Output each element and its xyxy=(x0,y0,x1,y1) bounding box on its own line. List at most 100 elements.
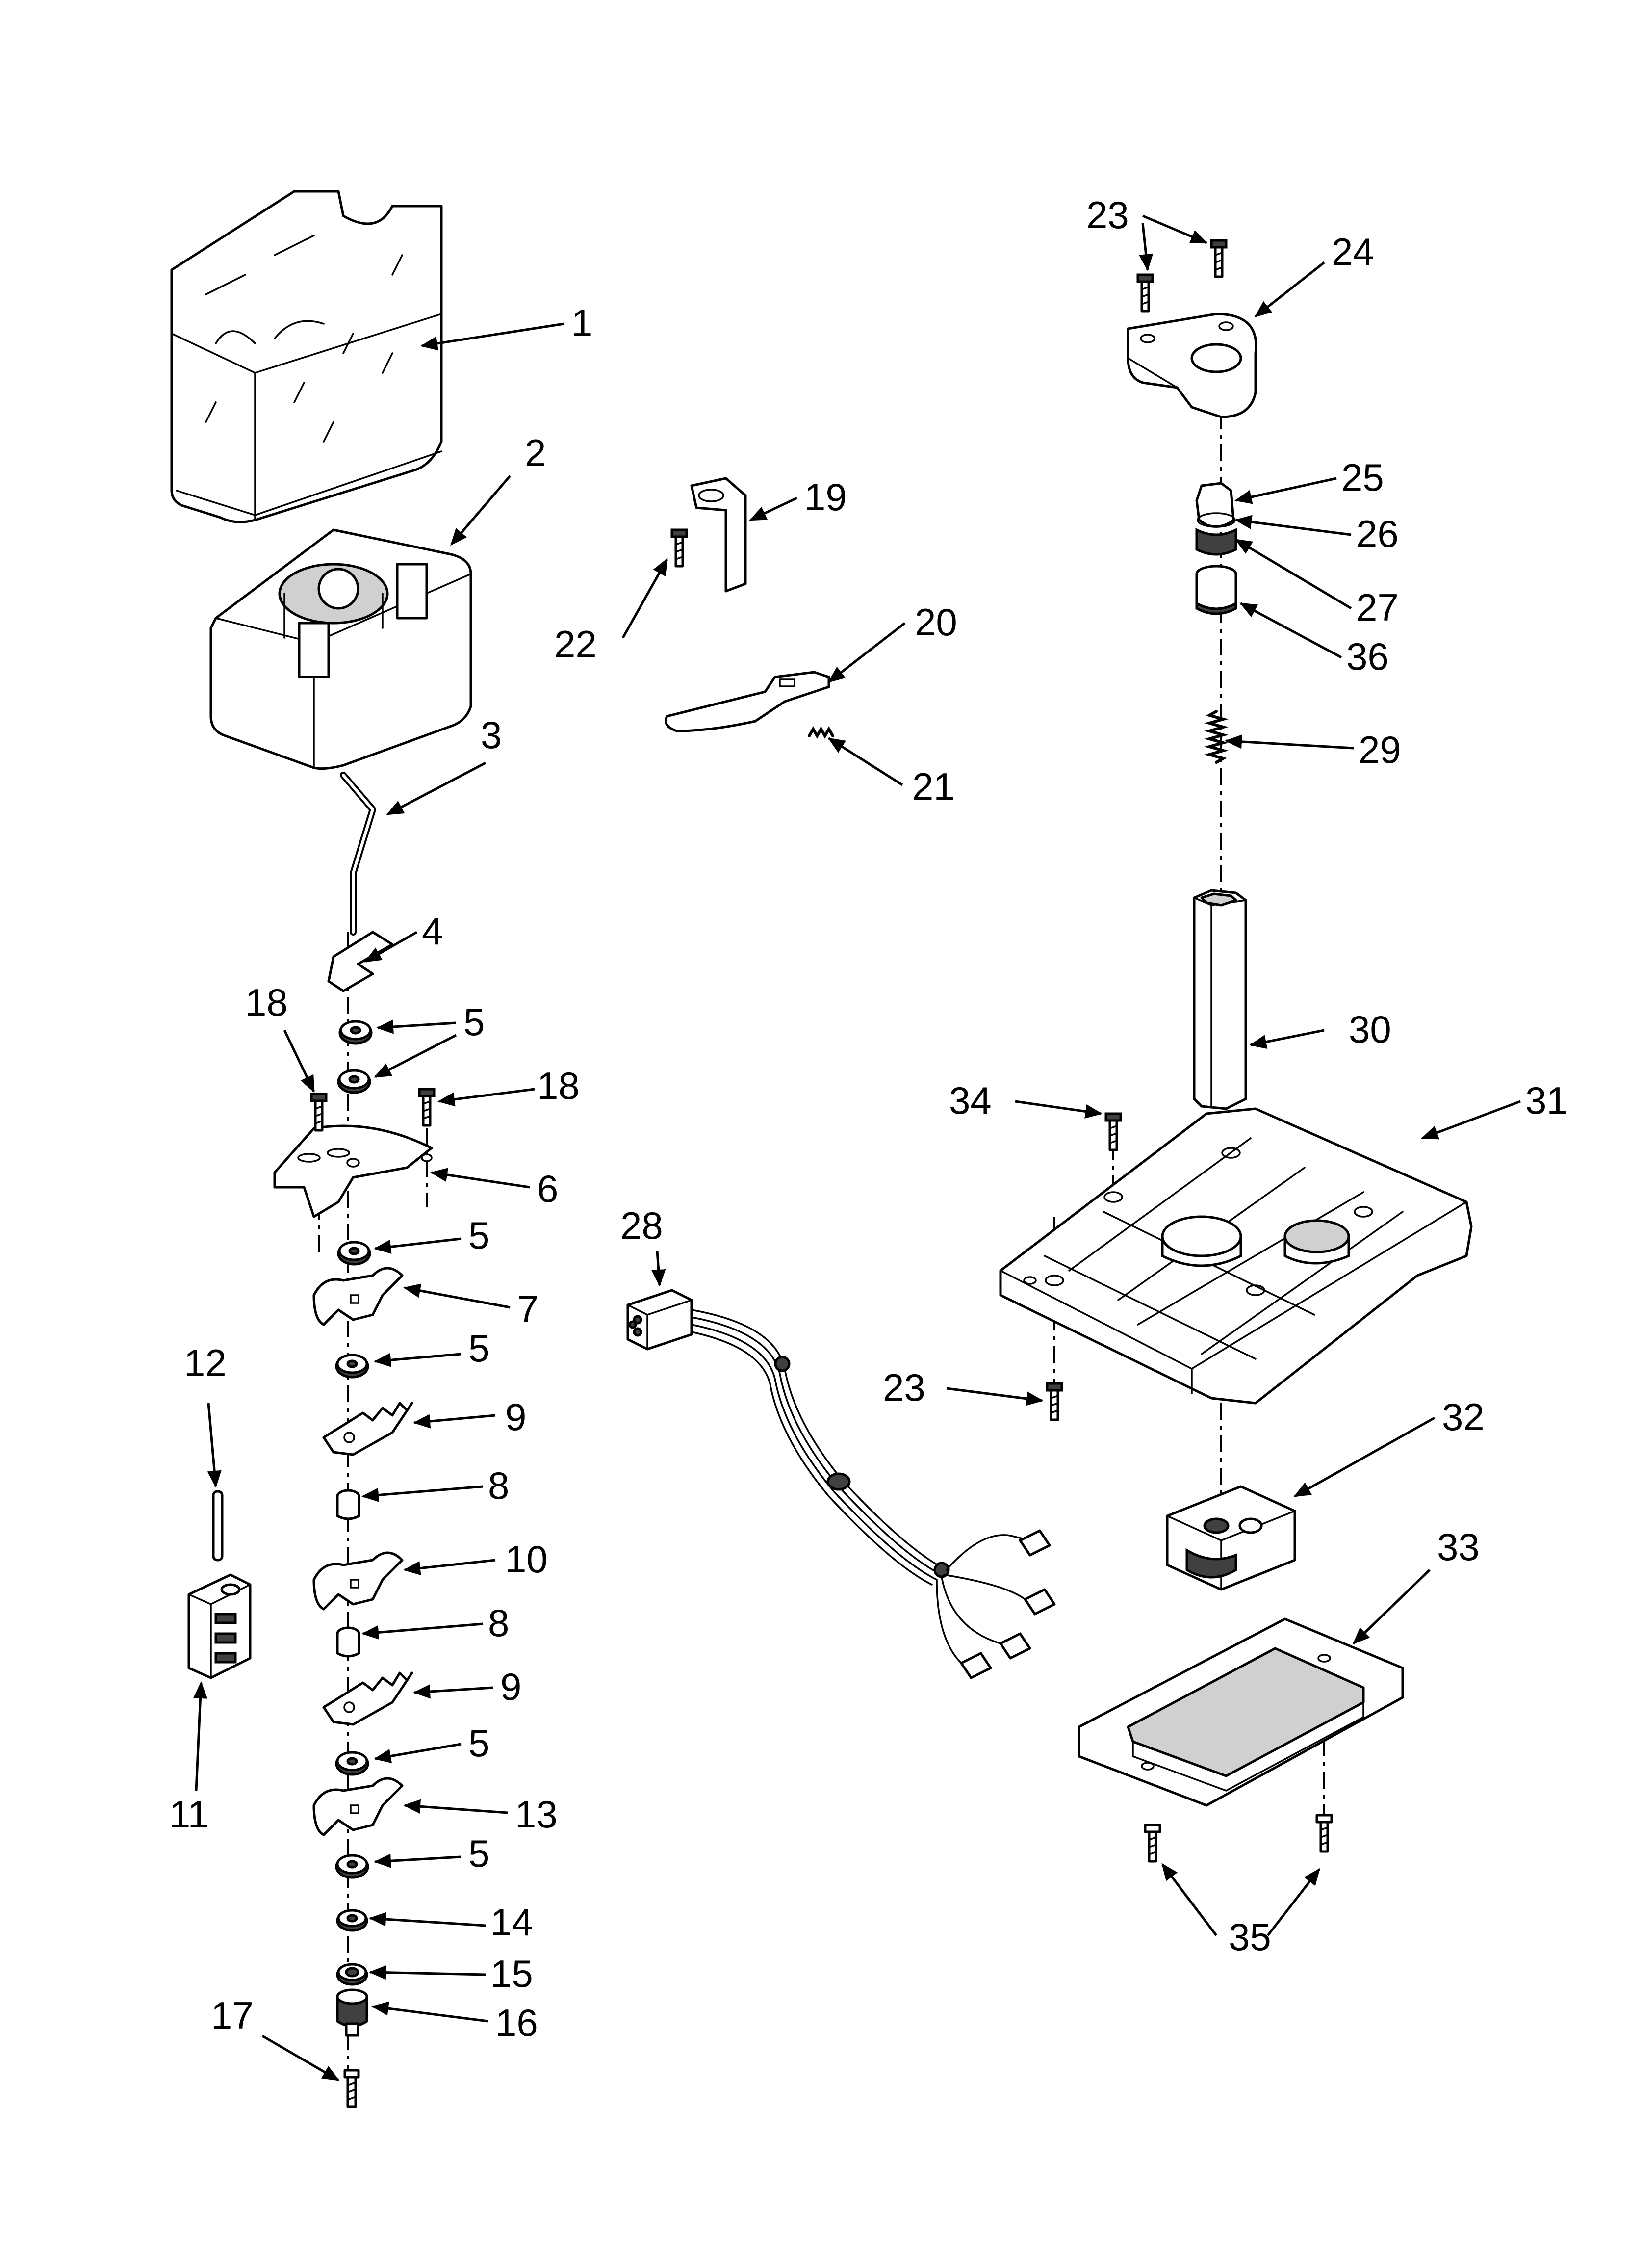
callout-34: 34 xyxy=(949,1079,992,1122)
leader-line-15 xyxy=(403,1559,496,1576)
callout-3: 3 xyxy=(481,713,502,756)
part-13-blade xyxy=(312,1777,404,1836)
screw-23c xyxy=(1046,1382,1063,1421)
part-31-base-plate xyxy=(999,1107,1473,1405)
callout-leader-lines xyxy=(193,214,1521,2082)
part-10-blade xyxy=(312,1551,404,1611)
leader-line-29 xyxy=(827,622,906,683)
leader-line-28 xyxy=(621,558,668,639)
leader-line-11 xyxy=(403,1283,511,1309)
part-8-bushings xyxy=(336,1489,360,1658)
callout-9b: 9 xyxy=(500,1665,521,1708)
leader-line-45 xyxy=(1352,1569,1431,1645)
callout-29: 29 xyxy=(1359,728,1401,771)
leader-line-19 xyxy=(403,1799,508,1814)
callout-18a: 18 xyxy=(245,981,288,1024)
callout-14: 14 xyxy=(490,1901,533,1944)
leader-line-46 xyxy=(1161,1863,1217,1936)
leader-line-40 xyxy=(1249,1029,1325,1049)
callout-28: 28 xyxy=(620,1204,663,1247)
leader-line-38 xyxy=(1239,602,1342,659)
callout-7: 7 xyxy=(517,1287,539,1330)
callout-27: 27 xyxy=(1356,586,1399,629)
leader-line-27 xyxy=(749,496,798,521)
screw-35b xyxy=(1315,1814,1333,1853)
leader-line-32 xyxy=(1139,223,1154,271)
part-9-plate-upper xyxy=(322,1402,413,1456)
callout-labels: 1 2 3 4 5 18 18 5 6 5 7 5 9 8 10 8 9 5 1… xyxy=(169,193,1568,2044)
part-19-clip xyxy=(690,477,747,593)
leader-line-22 xyxy=(369,1965,486,1980)
washer-5c xyxy=(337,1241,371,1266)
callout-8a: 8 xyxy=(488,1464,509,1507)
callout-26: 26 xyxy=(1356,512,1399,555)
callout-18b: 18 xyxy=(537,1064,580,1107)
leader-line-47 xyxy=(1267,1868,1320,1936)
callout-21: 21 xyxy=(912,765,955,808)
callout-17: 17 xyxy=(211,1994,254,2037)
part-9-plate-lower xyxy=(322,1671,413,1726)
leader-line-20 xyxy=(374,1853,462,1868)
washer-parts xyxy=(335,1020,373,1986)
part-22-screw xyxy=(670,528,688,568)
part-28-wire-harness xyxy=(626,1289,1056,1679)
callout-16: 16 xyxy=(495,2001,538,2044)
callout-23a: 23 xyxy=(1086,193,1129,236)
leader-line-24 xyxy=(261,2034,340,2082)
screws-18 xyxy=(310,1088,436,1132)
washer-14 xyxy=(336,1909,368,1932)
callout-1: 1 xyxy=(571,301,592,344)
leader-line-3 xyxy=(386,761,487,816)
callout-6: 6 xyxy=(537,1167,558,1210)
washer-5d xyxy=(335,1354,369,1379)
leader-line-44 xyxy=(1293,1416,1436,1498)
leader-line-39 xyxy=(1225,734,1354,750)
washer-5a xyxy=(338,1020,373,1045)
part-3-rod xyxy=(340,772,376,936)
leader-line-12 xyxy=(374,1353,462,1367)
leader-line-43 xyxy=(946,1387,1044,1406)
screw-35a xyxy=(1144,1824,1161,1863)
leader-line-8 xyxy=(437,1088,535,1107)
leader-line-21 xyxy=(369,1912,486,1927)
callout-12: 12 xyxy=(184,1341,227,1384)
screw-18b xyxy=(418,1088,436,1127)
callout-31: 31 xyxy=(1525,1079,1568,1122)
callout-5b: 5 xyxy=(468,1214,489,1257)
leader-line-9 xyxy=(430,1168,530,1189)
leader-line-2 xyxy=(450,475,511,546)
leader-line-37 xyxy=(1234,538,1352,610)
leader-line-6 xyxy=(374,1034,457,1078)
callout-24: 24 xyxy=(1332,230,1374,273)
callout-2: 2 xyxy=(525,431,546,474)
leader-line-25 xyxy=(207,1403,222,1488)
part-25-27-coupler xyxy=(1195,482,1237,556)
part-16-hub xyxy=(336,1988,368,2037)
leader-line-10 xyxy=(374,1237,462,1254)
callout-20: 20 xyxy=(915,600,957,644)
callout-19: 19 xyxy=(804,475,847,519)
part-17-screw xyxy=(343,2069,360,2108)
screws-23-top xyxy=(1136,239,1228,313)
leader-line-16 xyxy=(361,1622,484,1640)
callout-32: 32 xyxy=(1442,1395,1485,1438)
part-20-lever xyxy=(665,671,830,732)
part-29-spring xyxy=(1204,710,1229,764)
callout-8b: 8 xyxy=(488,1601,509,1644)
callout-5e: 5 xyxy=(468,1721,489,1765)
part-1-ice-bin xyxy=(170,190,443,523)
leader-line-41 xyxy=(1015,1100,1103,1119)
part-11-block xyxy=(187,1573,252,1679)
leader-line-36 xyxy=(1234,515,1352,536)
leader-line-31 xyxy=(651,1251,666,1287)
washer-5e xyxy=(335,1751,369,1776)
leader-line-5 xyxy=(376,1019,457,1034)
leader-line-34 xyxy=(1254,261,1325,317)
callout-5d: 5 xyxy=(468,1327,489,1370)
part-32-motor xyxy=(1166,1485,1296,1591)
callout-10: 10 xyxy=(505,1538,548,1581)
callout-25: 25 xyxy=(1341,456,1384,499)
callout-33: 33 xyxy=(1437,1525,1480,1568)
